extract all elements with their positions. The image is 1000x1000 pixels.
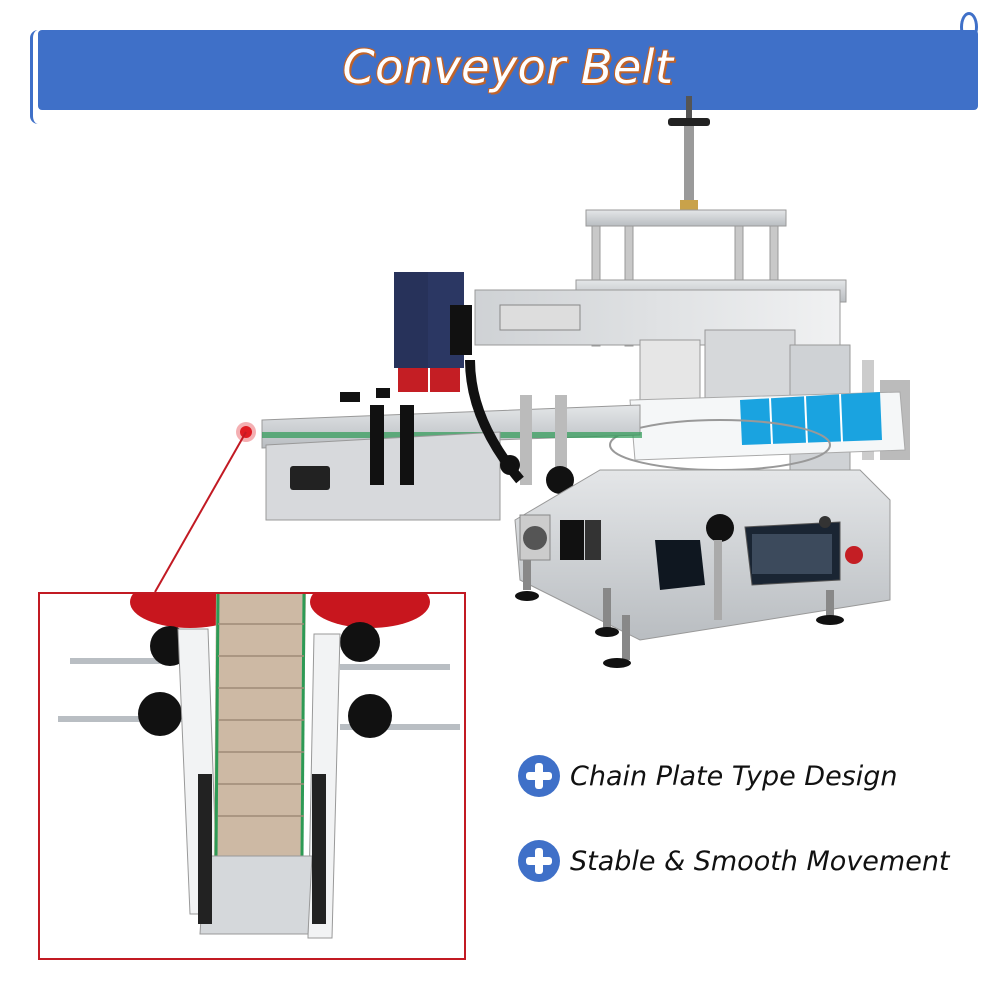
banner-curl-right (960, 12, 978, 42)
title-banner: Conveyor Belt (38, 30, 978, 110)
conveyor-rail (261, 388, 642, 521)
label-roll (609, 391, 906, 471)
drive-motors (394, 272, 472, 392)
conveyor-closeup-image (40, 594, 464, 958)
feature-item: Stable & Smooth Movement (518, 840, 950, 882)
machine-feet (515, 560, 844, 668)
plus-icon (518, 840, 560, 882)
guide-arms (465, 359, 574, 494)
page-title: Conveyor Belt (342, 40, 674, 94)
adjustment-screw (668, 96, 710, 216)
banner-curl-left (30, 30, 47, 124)
feature-label: Stable & Smooth Movement (570, 845, 950, 877)
feature-label: Chain Plate Type Design (570, 760, 898, 792)
plus-icon (518, 755, 560, 797)
callout (154, 422, 256, 593)
feature-item: Chain Plate Type Design (518, 755, 898, 797)
conveyor-closeup-frame (38, 592, 466, 960)
